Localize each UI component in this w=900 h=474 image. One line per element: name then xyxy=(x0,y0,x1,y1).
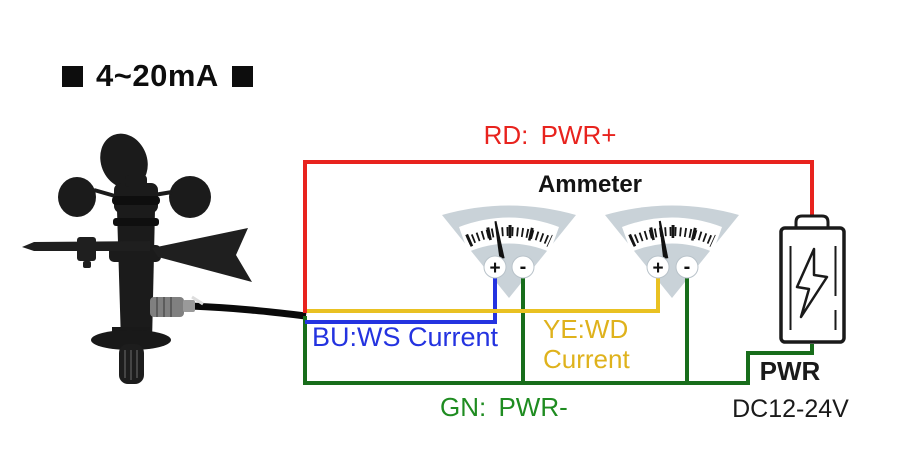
terminal-plus-circle xyxy=(483,255,507,279)
anemometer-icon xyxy=(22,133,307,384)
square-bullet-right-icon xyxy=(231,65,253,87)
gauge-ticks-minor xyxy=(466,227,552,246)
battery-body xyxy=(779,226,846,344)
battery-icon xyxy=(779,214,846,344)
gauge-needle xyxy=(494,221,505,260)
sensor-cable xyxy=(189,302,307,320)
red-wire-pwr-plus xyxy=(303,160,814,313)
gauge-needle xyxy=(658,220,669,259)
blue-wire-label: BU:WS Current xyxy=(312,322,499,352)
ammeter-gauge-left-icon xyxy=(442,205,576,298)
title-text: 4~20mA xyxy=(96,58,219,93)
power-label: PWR xyxy=(759,356,821,386)
square-bullet-left-icon xyxy=(62,65,83,87)
sensor-mount xyxy=(91,327,171,384)
ammeter-gauge-right-icon xyxy=(605,205,739,298)
cable-connector xyxy=(150,295,204,317)
gauge-ticks-major xyxy=(465,225,553,247)
terminal-plus-sign: + xyxy=(652,258,663,279)
power-voltage-label: DC12-24V xyxy=(732,395,849,423)
yellow-wire-wd-current xyxy=(305,270,660,313)
gauge-ticks-minor xyxy=(629,227,715,246)
terminal-minus-sign: - xyxy=(520,256,527,278)
terminal-minus-circle xyxy=(511,255,535,279)
yellow-wire-label: YE:WD Current xyxy=(543,314,630,374)
lightning-bolt-icon xyxy=(795,247,829,319)
wires xyxy=(303,160,814,385)
terminal-minus-circle xyxy=(675,255,699,279)
green-wire-pwr-minus xyxy=(303,316,814,385)
yellow-wire-label-line1: YE:WD xyxy=(543,314,629,344)
gauge-terminals: + - + - xyxy=(483,255,699,279)
wind-vane-icon xyxy=(22,228,252,282)
battery-cap xyxy=(794,214,830,228)
terminal-plus-circle xyxy=(646,255,670,279)
battery-inner-lines xyxy=(789,246,837,330)
sensor-body xyxy=(109,210,161,342)
gauge-ticks-major xyxy=(628,225,716,247)
diagram-title: 4~20mA xyxy=(62,58,253,94)
blue-wire-ws-current xyxy=(305,270,497,324)
terminal-minus-sign: - xyxy=(684,256,691,278)
red-wire-label: RD: PWR+ xyxy=(483,120,617,150)
terminal-plus-sign: + xyxy=(489,258,500,279)
ammeter-label: Ammeter xyxy=(537,171,643,198)
green-wire-label: GN: PWR- xyxy=(440,392,568,422)
yellow-wire-label-line2: Current xyxy=(543,344,630,374)
wind-cups-icon xyxy=(58,133,211,218)
